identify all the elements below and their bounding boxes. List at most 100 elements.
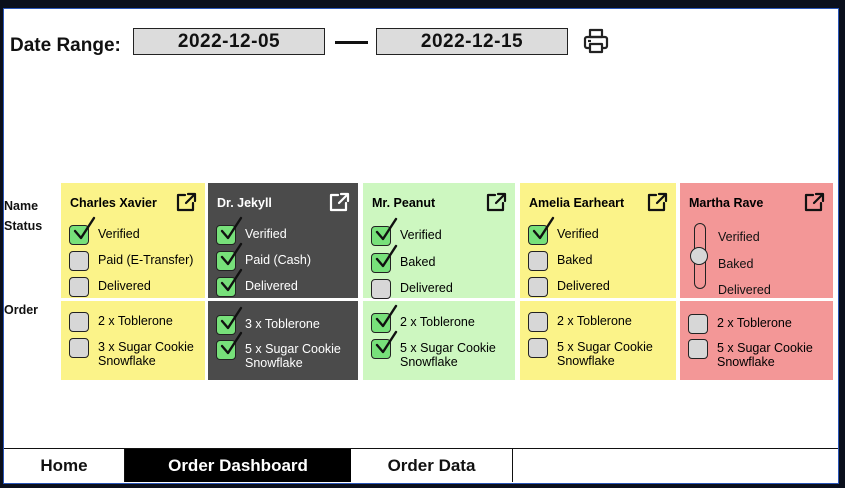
customer-order-card: 3 x Toblerone 5 x Sugar Cookie Snowflake	[208, 301, 358, 380]
checkbox-item[interactable]: Delivered	[371, 279, 453, 299]
checkbox-item[interactable]: 5 x Sugar Cookie Snowflake	[688, 339, 829, 369]
slider-stage-label: Delivered	[718, 283, 771, 297]
checkbox-label: Verified	[557, 227, 599, 241]
checkbox-label: 5 x Sugar Cookie Snowflake	[717, 341, 813, 369]
check-mark-icon	[375, 304, 398, 328]
external-link-icon[interactable]	[175, 192, 197, 212]
checkbox[interactable]	[216, 331, 243, 360]
checkbox-item[interactable]: 2 x Toblerone	[688, 314, 792, 334]
check-mark-icon	[220, 306, 243, 330]
checkbox-item[interactable]: Baked	[371, 244, 436, 273]
tab-order-dashboard[interactable]: Order Dashboard	[125, 449, 351, 482]
checkbox[interactable]	[69, 216, 96, 245]
checkbox-item[interactable]: Baked	[528, 251, 592, 271]
checkbox[interactable]	[69, 338, 89, 358]
checkbox-label: Baked	[400, 255, 436, 269]
checkbox[interactable]	[528, 251, 548, 271]
checkbox-label: 3 x Toblerone	[245, 317, 320, 331]
checkbox[interactable]	[688, 339, 708, 359]
checkbox-item[interactable]: 2 x Toblerone	[528, 312, 632, 332]
slider-stage-label: Baked	[718, 257, 754, 271]
check-mark-icon	[375, 330, 398, 354]
checkbox[interactable]	[371, 217, 398, 246]
checkbox-item[interactable]: Verified	[371, 217, 442, 246]
tab-home[interactable]: Home	[4, 449, 125, 482]
checkbox[interactable]	[216, 306, 243, 335]
check-mark-icon	[73, 216, 96, 240]
external-link-icon[interactable]	[803, 192, 825, 212]
date-range-label: Date Range:	[10, 35, 121, 56]
check-mark-icon	[375, 244, 398, 268]
checkbox-item[interactable]: 3 x Toblerone	[216, 306, 320, 335]
checkbox[interactable]	[69, 277, 89, 297]
slider-stage-label: Verified	[718, 230, 760, 244]
checkbox[interactable]	[528, 312, 548, 332]
checkbox-item[interactable]: Verified	[216, 216, 287, 245]
checkbox-item[interactable]: Verified	[528, 216, 599, 245]
checkbox-item[interactable]: Paid (E-Transfer)	[69, 251, 193, 271]
checkbox-label: Verified	[245, 227, 287, 241]
checkbox[interactable]	[216, 242, 243, 271]
checkbox-label: Verified	[400, 228, 442, 242]
checkbox-item[interactable]: 5 x Sugar Cookie Snowflake	[371, 330, 512, 369]
checkbox-item[interactable]: Verified	[69, 216, 140, 245]
customer-order-card: 2 x Toblerone 5 x Sugar Cookie Snowflake	[680, 301, 833, 380]
checkbox-label: 2 x Toblerone	[98, 314, 173, 328]
checkbox-item[interactable]: 5 x Sugar Cookie Snowflake	[216, 331, 357, 370]
end-date-field[interactable]: 2022-12-15	[376, 28, 568, 55]
external-link-icon[interactable]	[328, 192, 350, 212]
checkbox-item[interactable]: Paid (Cash)	[216, 242, 311, 271]
checkbox-label: Paid (E-Transfer)	[98, 253, 194, 267]
checkbox-item[interactable]: 2 x Toblerone	[69, 312, 173, 332]
status-slider-knob[interactable]	[690, 247, 708, 265]
printer-icon[interactable]	[582, 27, 610, 55]
checkbox-item[interactable]: Delivered	[528, 277, 610, 297]
row-label-name: Name	[4, 199, 39, 213]
checkbox[interactable]	[528, 277, 548, 297]
check-mark-icon	[220, 331, 243, 355]
checkbox-label: Delivered	[245, 279, 298, 293]
customer-order-card: 2 x Toblerone 5 x Sugar Cookie Snowflake	[520, 301, 676, 380]
checkbox[interactable]	[371, 244, 398, 273]
external-link-icon[interactable]	[485, 192, 507, 212]
check-mark-icon	[532, 216, 555, 240]
row-label-status: Status	[4, 219, 43, 233]
checkbox[interactable]	[688, 314, 708, 334]
date-range-separator	[335, 41, 368, 44]
checkbox[interactable]	[216, 216, 243, 245]
checkbox[interactable]	[528, 216, 555, 245]
checkbox-label: 5 x Sugar Cookie Snowflake	[557, 340, 653, 368]
checkbox-item[interactable]: Delivered	[69, 277, 151, 297]
external-link-icon[interactable]	[646, 192, 668, 212]
check-mark-icon	[375, 217, 398, 241]
checkbox[interactable]	[371, 304, 398, 333]
tab-order-data[interactable]: Order Data	[351, 449, 513, 482]
checkbox[interactable]	[371, 279, 391, 299]
checkbox[interactable]	[69, 251, 89, 271]
checkbox-label: Delivered	[400, 281, 453, 295]
checkbox-item[interactable]: 5 x Sugar Cookie Snowflake	[528, 338, 669, 368]
checkbox-item[interactable]: 2 x Toblerone	[371, 304, 475, 333]
app-window: Date Range: 2022-12-05 2022-12-15 Name S…	[3, 8, 839, 484]
checkbox-item[interactable]: 3 x Sugar Cookie Snowflake	[69, 338, 205, 368]
customer-order-card: 2 x Toblerone 3 x Sugar Cookie Snowflake	[61, 301, 205, 380]
checkbox[interactable]	[69, 312, 89, 332]
checkbox-label: 2 x Toblerone	[717, 316, 792, 330]
check-mark-icon	[220, 268, 243, 292]
checkbox[interactable]	[216, 268, 243, 297]
checkbox-label: 5 x Sugar Cookie Snowflake	[245, 342, 341, 370]
checkbox-item[interactable]: Delivered	[216, 268, 298, 297]
checkbox-label: 2 x Toblerone	[400, 315, 475, 329]
start-date-field[interactable]: 2022-12-05	[133, 28, 325, 55]
checkbox[interactable]	[371, 330, 398, 359]
checkbox[interactable]	[528, 338, 548, 358]
check-mark-icon	[220, 242, 243, 266]
checkbox-label: 3 x Sugar Cookie Snowflake	[98, 340, 194, 368]
customer-name: Martha Rave	[689, 196, 764, 210]
customer-name: Amelia Earheart	[529, 196, 625, 210]
customer-name: Dr. Jekyll	[217, 196, 272, 210]
